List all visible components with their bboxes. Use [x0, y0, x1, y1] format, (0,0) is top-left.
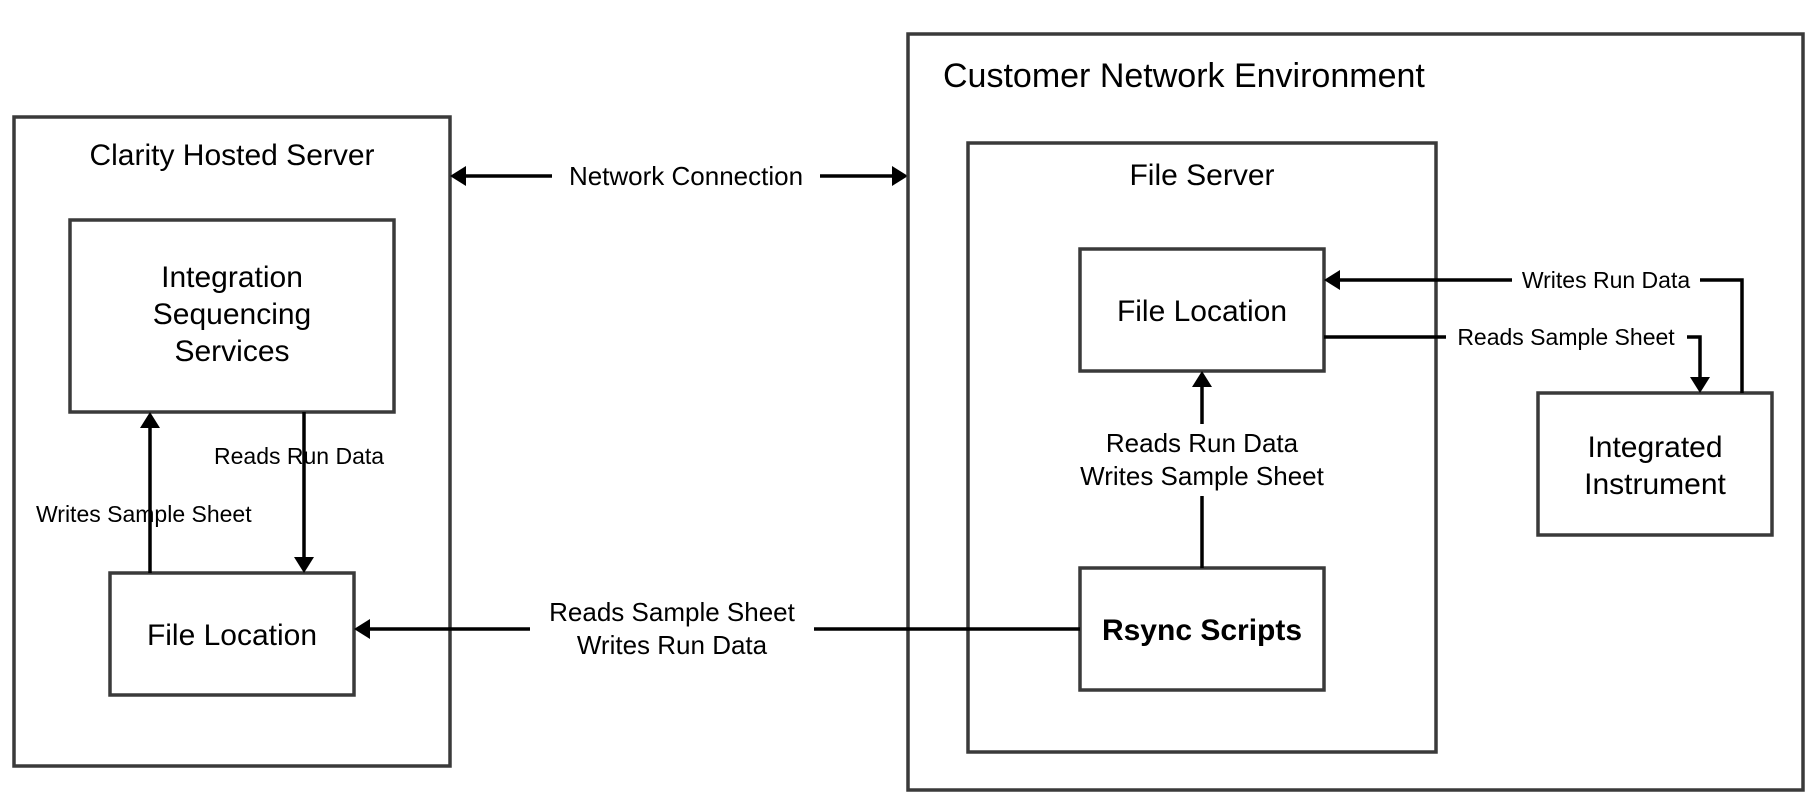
writes-run-data-label: Writes Run Data: [1522, 267, 1691, 293]
clarity-file-location-label: File Location: [147, 619, 317, 652]
cross-link-label-line-1: Reads Sample Sheet: [549, 597, 795, 627]
integration-services-line-2: Sequencing: [153, 298, 311, 331]
cross-link-arrowhead: [354, 619, 370, 639]
rsync-label-line-1: Reads Run Data: [1106, 428, 1299, 458]
integrated-instrument-box: [1536, 391, 1774, 537]
integration-services-line-3: Services: [174, 335, 289, 368]
rsync-scripts-box: [1078, 566, 1326, 692]
clarity-file-location-box: [108, 571, 356, 697]
reads-sample-sheet-label: Reads Sample Sheet: [1457, 324, 1675, 350]
customer-file-location-label: File Location: [1117, 295, 1287, 328]
clarity-hosted-server-title: Clarity Hosted Server: [89, 139, 374, 172]
network-connection-left-arrowhead: [450, 166, 466, 186]
integrated-instrument-line-2: Instrument: [1584, 468, 1726, 501]
rsync-to-file-location-arrowhead: [1192, 371, 1212, 387]
customer-file-location-box: [1078, 247, 1326, 373]
rsync-scripts-label: Rsync Scripts: [1102, 614, 1302, 647]
reads-sample-sheet-arrowhead: [1690, 377, 1710, 393]
writes-run-data-arrowhead: [1324, 270, 1340, 290]
cross-link-label-line-2: Writes Run Data: [577, 630, 768, 660]
integration-services-box: [68, 218, 396, 414]
rsync-label-line-2: Writes Sample Sheet: [1080, 461, 1325, 491]
reads-run-data-arrowhead: [294, 557, 314, 573]
customer-network-title: Customer Network Environment: [943, 57, 1425, 95]
integrated-instrument-line-1: Integrated: [1587, 431, 1722, 464]
network-connection-right-arrowhead: [892, 166, 908, 186]
writes-run-data-connector-right: [1700, 278, 1744, 393]
writes-sample-sheet-arrowhead: [140, 412, 160, 428]
reads-run-data-label: Reads Run Data: [214, 443, 384, 469]
writes-sample-sheet-label: Writes Sample Sheet: [36, 501, 252, 527]
integration-services-line-1: Integration: [161, 261, 303, 294]
reads-sample-sheet-connector-right: [1687, 335, 1702, 380]
network-connection-label: Network Connection: [569, 161, 803, 191]
file-server-title: File Server: [1129, 159, 1274, 192]
